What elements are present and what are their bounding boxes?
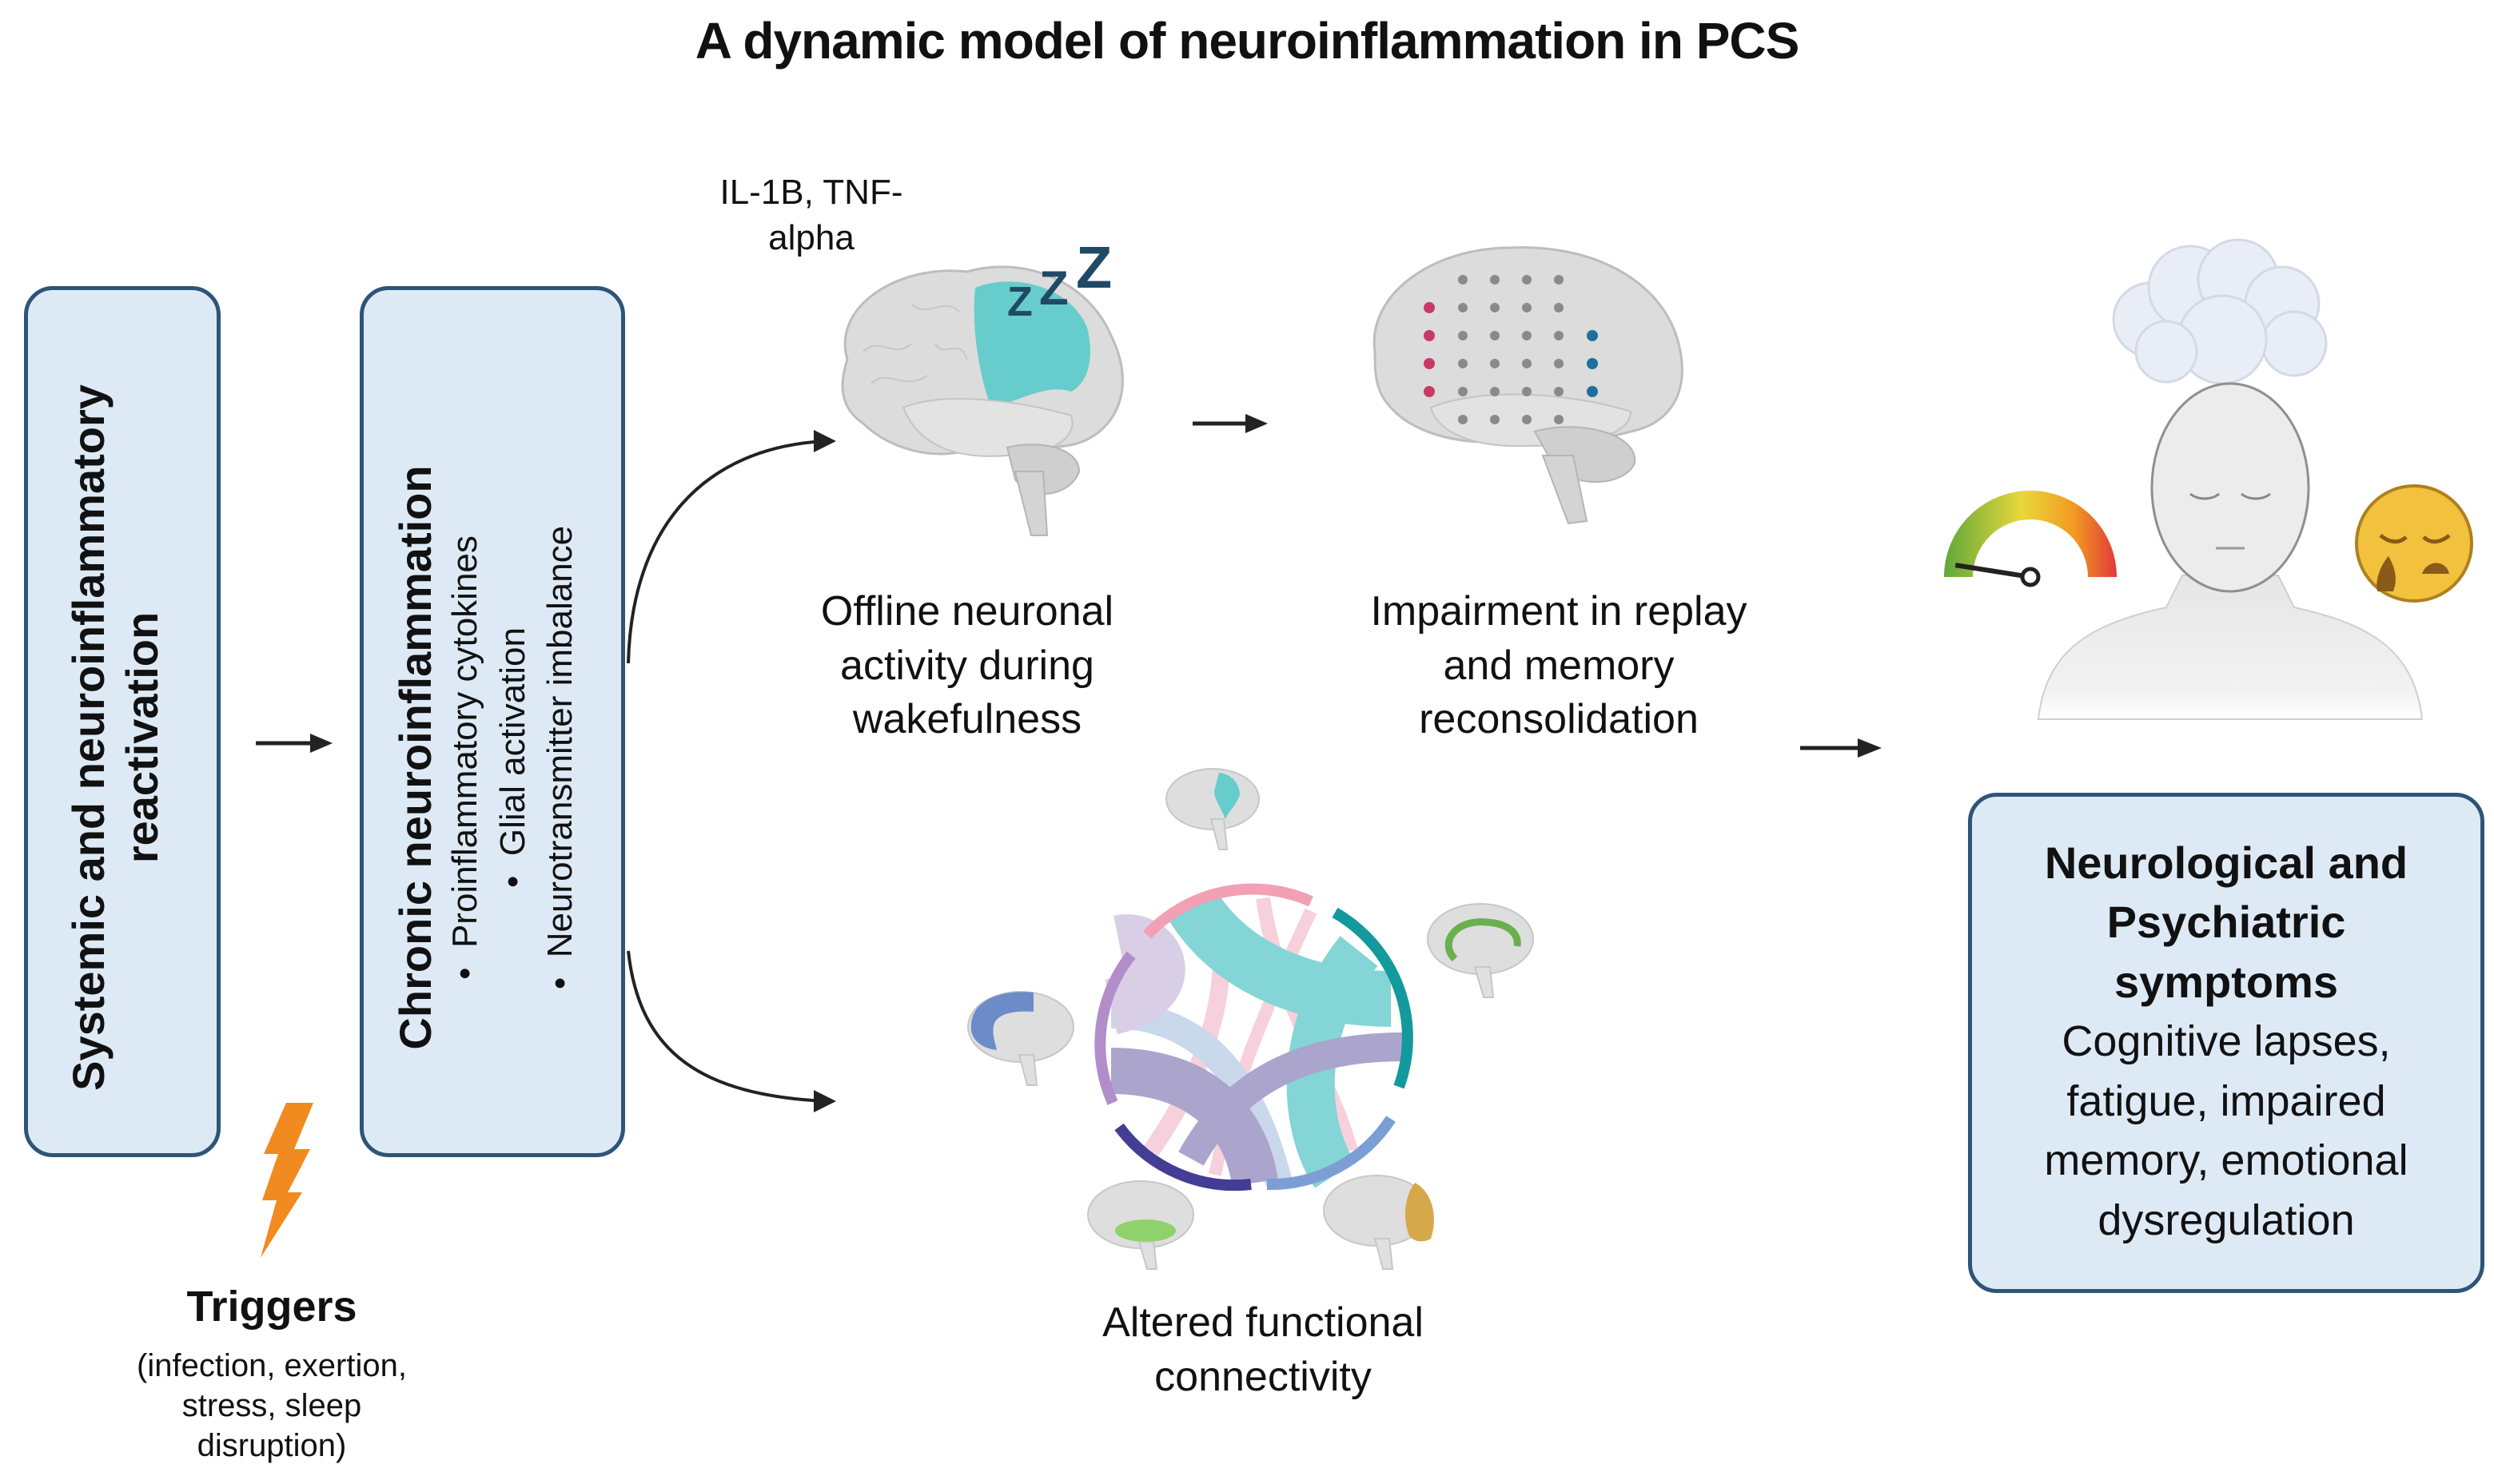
pink-node [1424, 330, 1435, 341]
grid-node [1458, 331, 1468, 340]
grid-node [1554, 303, 1564, 312]
blue-node [1587, 386, 1598, 397]
brainstem [1541, 455, 1588, 525]
chronic-item: • Proinflammatory cytokines [445, 535, 485, 980]
symptoms-title: Neurological and Psychiatric symptoms [2044, 837, 2408, 1007]
grid-node [1490, 275, 1500, 284]
systemic-line-1: Systemic and neuroinflammatory [63, 384, 114, 1091]
arrow-systemic-to-chronic [256, 734, 333, 753]
grid-node [1554, 275, 1564, 284]
chronic-neuroinflammation-content: Chronic neuroinflammation • Proinflammat… [390, 326, 598, 1189]
sleeping-brain-illustration [841, 265, 1124, 536]
teal-arc [1332, 907, 1413, 1089]
offline-activity-caption: Offline neuronal activity during wakeful… [820, 588, 1114, 743]
replay-brain-illustration [1372, 246, 1683, 525]
needle-hub [2020, 567, 2041, 587]
pink-node [1424, 386, 1435, 397]
systemic-reactivation-label: Systemic and neuroinflammatory reactivat… [62, 306, 181, 1169]
grid-node [1490, 331, 1500, 340]
lavender-arc [1094, 951, 1136, 1105]
branch-arrows [627, 430, 836, 1112]
teal-chord [1286, 936, 1378, 1188]
grid-node [1522, 415, 1532, 424]
electrode-node-grid [1424, 275, 1598, 424]
teal-chord [1167, 887, 1392, 1027]
zzz-sleep-icon: Z Z Z [1007, 234, 1113, 325]
figure-title: A dynamic model of neuroinflammation in … [695, 12, 1800, 70]
grid-node [1522, 331, 1532, 340]
grid-node [1458, 303, 1468, 312]
energy-gauge-icon [1944, 491, 2117, 587]
grid-node [1458, 415, 1468, 424]
blue-node [1587, 330, 1598, 341]
grid-node [1554, 359, 1564, 368]
systemic-line-2: reactivation [117, 611, 168, 864]
grid-node [1554, 331, 1564, 340]
brainstem [1014, 471, 1049, 536]
lightning-bolt-icon [261, 1103, 313, 1258]
cytokines-label: IL-1B, TNF- alpha [719, 173, 903, 258]
shoulders [2037, 575, 2424, 720]
triggers-title: Triggers [186, 1283, 357, 1331]
sagittal-brain-blue [967, 991, 1074, 1086]
sagittal-brain-orange [1323, 1175, 1434, 1270]
chronic-item: • Glial activation [492, 627, 532, 888]
indigo-arc [1114, 1123, 1252, 1192]
connectivity-caption: Altered functional connectivity [1102, 1299, 1424, 1400]
pink-node [1424, 358, 1435, 369]
person-illustration [2037, 382, 2424, 720]
blue-node [1587, 358, 1598, 369]
head [2150, 382, 2310, 593]
sagittal-brain-green [1427, 903, 1534, 998]
grid-node [1522, 275, 1532, 284]
grid-node [1458, 275, 1468, 284]
sad-face-emoji-icon [2355, 484, 2473, 603]
chronic-title: Chronic neuroinflammation [390, 465, 440, 1050]
symptoms-description: Cognitive lapses, fatigue, impaired memo… [2044, 1017, 2408, 1244]
arrow-to-symptoms [1800, 738, 1882, 758]
grid-node [1458, 359, 1468, 368]
connectivity-chord-diagram [1094, 883, 1413, 1192]
grid-node [1490, 387, 1500, 396]
arrow-to-connectivity [814, 1090, 836, 1112]
pink-node [1424, 302, 1435, 313]
symptoms-box: Neurological and Psychiatric symptoms Co… [1968, 793, 2484, 1293]
gauge-needle [1954, 563, 2041, 587]
triggers-description: (infection, exertion, stress, sleep disr… [137, 1348, 407, 1463]
chronic-list: • Proinflammatory cytokines • Glial acti… [441, 326, 584, 1189]
purple-chord [1178, 1032, 1404, 1166]
chronic-item: • Neurotransmitter imbalance [540, 525, 580, 990]
teal-region [974, 281, 1090, 408]
closed-eye [2241, 492, 2271, 500]
closed-eye [2189, 492, 2220, 500]
brain-fog-cloud-icon [2112, 238, 2328, 385]
grid-node [1490, 359, 1500, 368]
grid-node [1554, 415, 1564, 424]
grid-node [1554, 387, 1564, 396]
sagittal-brain-teal [1165, 768, 1260, 850]
grid-node [1490, 415, 1500, 424]
grid-node [1522, 359, 1532, 368]
grid-node [1522, 303, 1532, 312]
tear [2376, 556, 2396, 591]
gauge-arc [1944, 491, 2117, 577]
pink-arc [1142, 883, 1313, 939]
arrow-offline-to-replay [1193, 414, 1268, 433]
grid-node [1522, 387, 1532, 396]
replay-impairment-caption: Impairment in replay and memory reconsol… [1370, 588, 1747, 743]
blue-arc [1266, 1116, 1396, 1191]
needle-line [1954, 563, 2031, 579]
grid-node [1458, 387, 1468, 396]
grid-node [1490, 303, 1500, 312]
systemic-reactivation-box [24, 286, 221, 1157]
sagittal-brain-lightgreen [1087, 1180, 1194, 1270]
arrow-to-offline [814, 430, 836, 452]
chronic-neuroinflammation-box [360, 286, 625, 1157]
